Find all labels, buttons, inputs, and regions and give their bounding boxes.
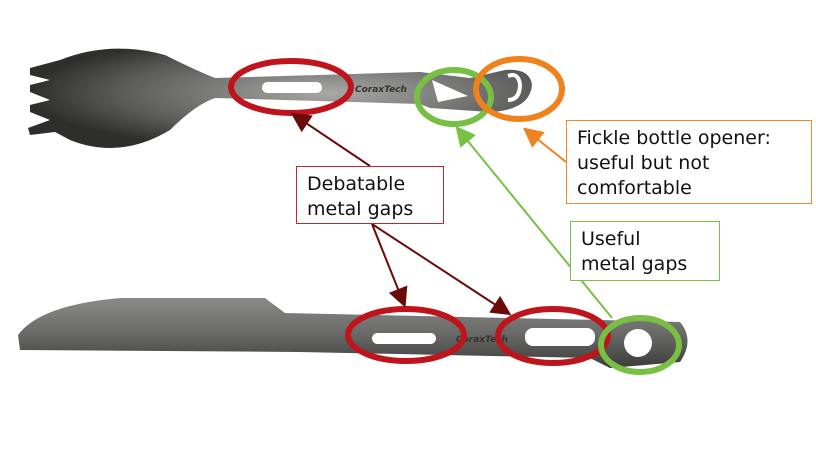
label-line: metal gaps (581, 253, 688, 275)
useful-label: Useful metal gaps (570, 221, 720, 281)
arrow (371, 223, 512, 316)
label-line: Fickle bottle opener: (577, 127, 771, 149)
arrow (522, 127, 567, 163)
spork: CoraxTech (28, 48, 532, 148)
label-line: Debatable (307, 173, 406, 195)
label-line: metal gaps (307, 198, 414, 220)
useful-gap-circle (414, 67, 494, 127)
arrow (290, 112, 371, 167)
label-line: useful but not (577, 152, 710, 174)
debatable-gap-circle (495, 306, 611, 366)
useful-gap-circle (598, 315, 682, 375)
knife: CoraxTech (18, 298, 688, 368)
arrow (371, 223, 408, 308)
debatable-label: Debatable metal gaps (296, 166, 444, 224)
arrow (455, 125, 613, 319)
brand-text: CoraxTech (456, 335, 508, 345)
debatable-gap-circle (345, 306, 467, 364)
fickle-label: Fickle bottle opener: useful but not com… (566, 120, 812, 204)
label-line: Useful (581, 228, 641, 250)
bottle-opener-circle (473, 56, 565, 122)
label-line: comfortable (577, 177, 692, 199)
brand-text: CoraxTech (355, 85, 407, 95)
